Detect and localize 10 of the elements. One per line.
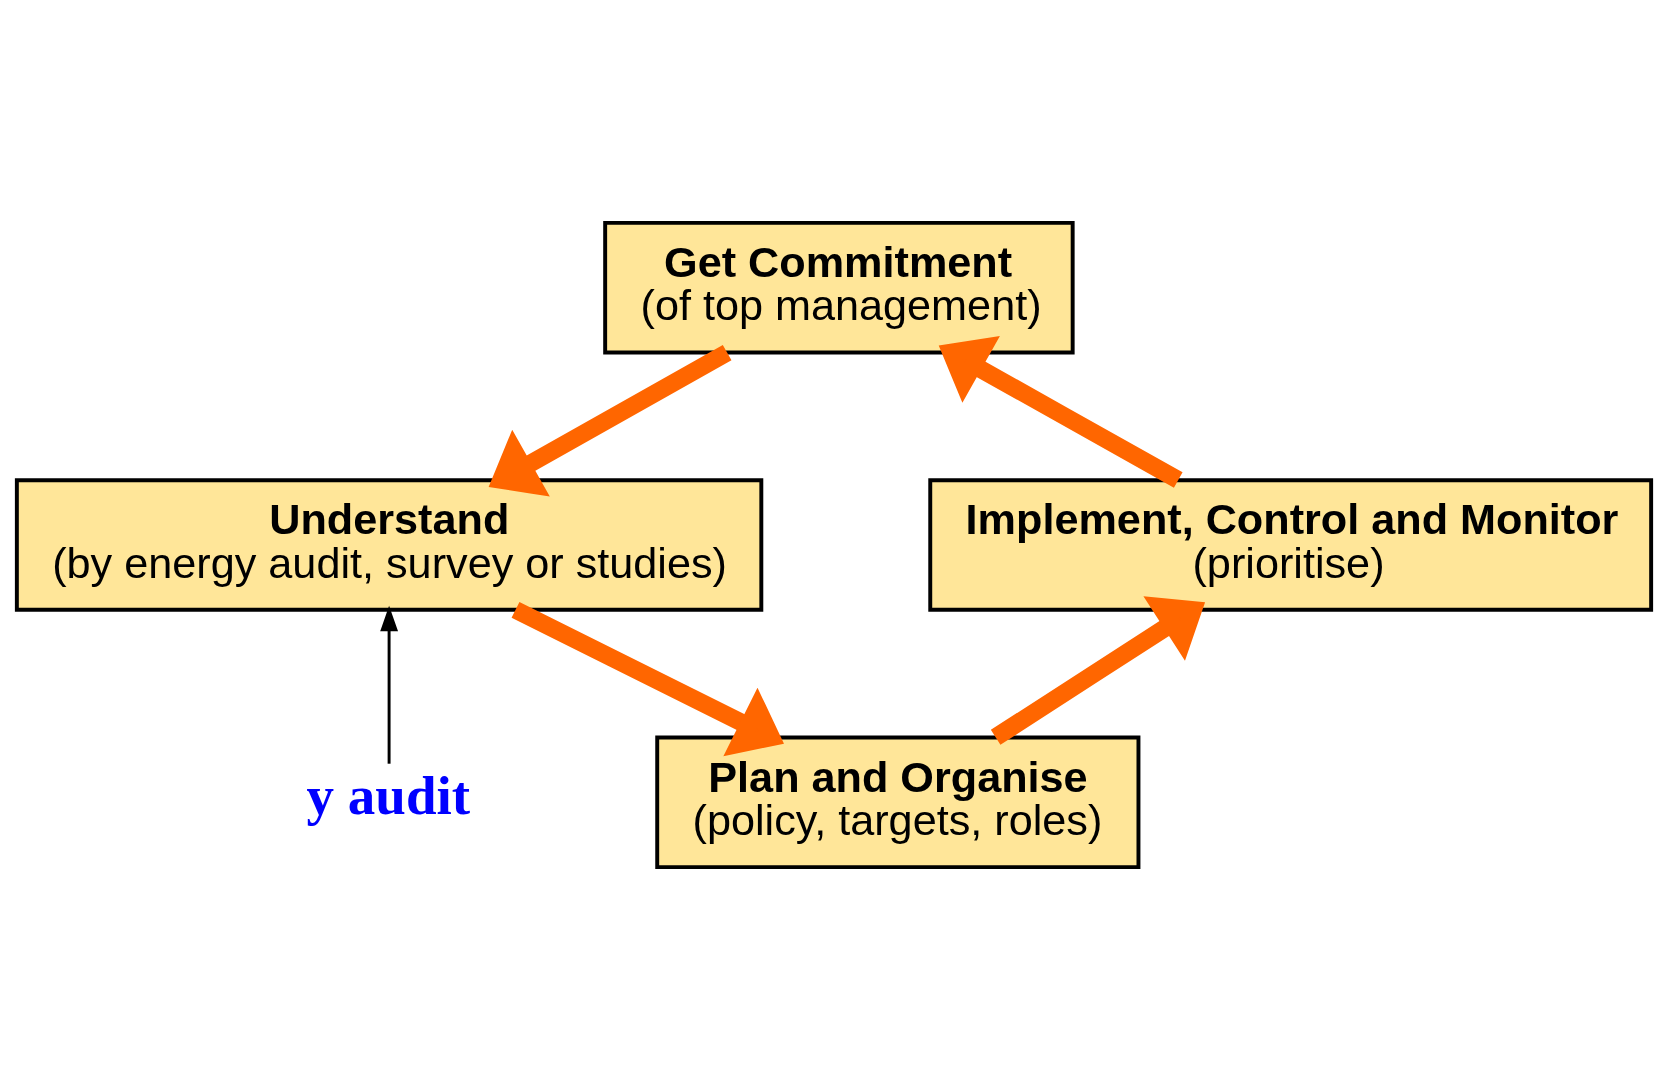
node-box: Get Commitment (of top management) bbox=[603, 220, 1075, 354]
arrow bbox=[511, 601, 784, 756]
node-text: y audit bbox=[306, 764, 471, 826]
arrow bbox=[990, 595, 1206, 745]
arrow bbox=[380, 605, 399, 764]
arrow bbox=[938, 335, 1183, 488]
node-box: Implement, Control and Monitor (prioritise) bbox=[928, 477, 1654, 612]
node-box: Plan and Organise (policy, targets, roles) bbox=[655, 735, 1141, 869]
arrow bbox=[488, 344, 732, 496]
node-box: Understand (by energy audit, survey or studies) bbox=[14, 477, 764, 612]
